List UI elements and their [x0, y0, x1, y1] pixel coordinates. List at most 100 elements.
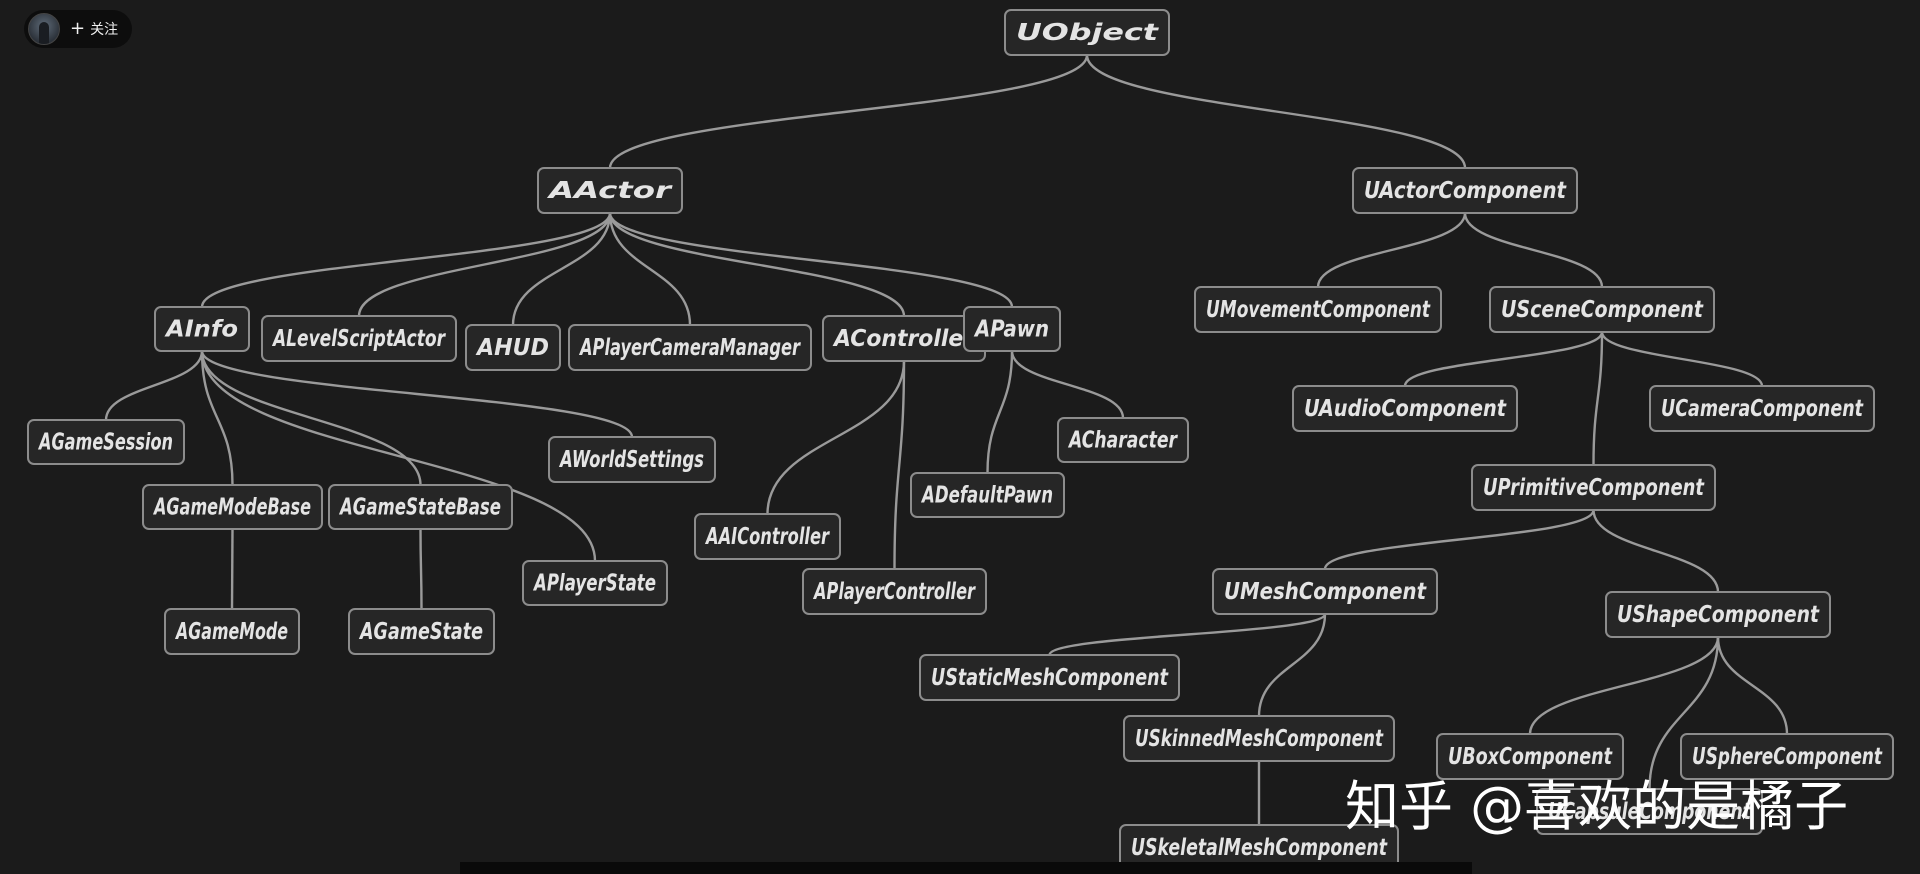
- node-box: [568, 324, 812, 371]
- edge-apawn-to-adefaultpawn: [986, 350, 1014, 474]
- edge-ainfo-to-agamemodebase: [200, 350, 234, 486]
- node-box: [1123, 715, 1395, 762]
- node-box: [1292, 385, 1518, 432]
- node-label: UActorComponent: [1364, 178, 1567, 204]
- edge-ushapecomponent-to-ucapsulecomponent: [1648, 636, 1720, 790]
- edge-aactor-to-ahud: [511, 212, 612, 326]
- plus-icon: +: [70, 18, 86, 39]
- node-label: UCameraComponent: [1661, 396, 1864, 422]
- edge-ainfo-to-aworldsettings: [200, 350, 634, 438]
- node-label: USkeletalMeshComponent: [1131, 835, 1388, 861]
- node-box: [1471, 464, 1716, 511]
- node-uaudiocomponent: UAudioComponent: [1292, 385, 1518, 432]
- node-agamestate: AGameState: [348, 608, 495, 655]
- node-uskinnedmeshcomponent: USkinnedMeshComponent: [1123, 715, 1395, 762]
- node-label: UMovementComponent: [1206, 297, 1431, 323]
- node-label: AActor: [546, 178, 673, 204]
- edge-apawn-to-acharacter: [1010, 350, 1125, 419]
- watermark: 知乎 @喜欢的是橘子: [1345, 775, 1849, 838]
- edge-uactorcomponent-to-umovementcomponent: [1316, 212, 1467, 288]
- edge-uscenecomponent-to-uaudiocomponent: [1403, 331, 1604, 387]
- node-uboxcomponent: UBoxComponent: [1436, 733, 1624, 780]
- node-label: UPrimitiveComponent: [1483, 475, 1705, 501]
- node-uscenecomponent: USceneComponent: [1489, 286, 1715, 333]
- node-box: [348, 608, 495, 655]
- edge-umeshcomponent-to-uskinnedmeshcomponent: [1257, 613, 1327, 717]
- node-label: ACharacter: [1068, 428, 1179, 454]
- edge-ainfo-to-aplayerstate: [200, 350, 597, 562]
- node-alevelscriptactor: ALevelScriptActor: [261, 315, 457, 362]
- edge-uobject-to-aactor: [608, 54, 1089, 169]
- node-box: [694, 513, 841, 560]
- node-label: AGameSession: [38, 430, 173, 456]
- edge-aactor-to-alevelscriptactor: [357, 212, 612, 317]
- node-agamemode: AGameMode: [164, 608, 300, 655]
- node-aaicontroller: AAIController: [694, 513, 841, 560]
- node-label: AInfo: [164, 317, 238, 343]
- node-aworldsettings: AWorldSettings: [548, 436, 716, 483]
- edge-agamemodebase-to-agamemode: [230, 528, 234, 610]
- node-box: [1489, 286, 1715, 333]
- edge-uactorcomponent-to-uscenecomponent: [1463, 212, 1604, 288]
- node-box: [548, 436, 716, 483]
- node-box: [328, 484, 513, 530]
- node-ustaticmeshcomponent: UStaticMeshComponent: [919, 654, 1180, 701]
- node-box: [154, 306, 250, 352]
- node-label: APawn: [973, 317, 1049, 343]
- node-box: [1649, 385, 1875, 432]
- edge-uprimitivecomponent-to-umeshcomponent: [1323, 509, 1595, 570]
- edge-ushapecomponent-to-uboxcomponent: [1528, 636, 1720, 735]
- node-label: USkinnedMeshComponent: [1135, 726, 1384, 752]
- node-label: USphereComponent: [1692, 744, 1883, 770]
- node-agamesession: AGameSession: [27, 419, 185, 465]
- node-aactor: AActor: [537, 167, 683, 214]
- node-label: UObject: [1016, 20, 1159, 46]
- node-umovementcomponent: UMovementComponent: [1194, 286, 1442, 333]
- node-box: [1536, 788, 1763, 835]
- edge-umeshcomponent-to-ustaticmeshcomponent: [1048, 612, 1327, 657]
- node-box: [1057, 417, 1189, 463]
- node-apawn: APawn: [963, 306, 1061, 352]
- node-box: [537, 167, 683, 214]
- edge-aactor-to-acontroller: [608, 212, 906, 317]
- node-label: UStaticMeshComponent: [931, 665, 1169, 691]
- node-uprimitivecomponent: UPrimitiveComponent: [1471, 464, 1716, 511]
- node-label: APlayerCameraManager: [579, 335, 802, 361]
- node-label: UCapsuleComponent: [1548, 799, 1752, 825]
- avatar[interactable]: [28, 13, 60, 45]
- node-label: AAIController: [705, 524, 831, 550]
- node-aplayercameramanager: APlayerCameraManager: [568, 324, 812, 371]
- node-label: AGameStateBase: [339, 495, 501, 521]
- node-box: [1436, 733, 1624, 780]
- node-label: ALevelScriptActor: [272, 326, 447, 352]
- author-follow-badge[interactable]: + 关注: [24, 10, 133, 48]
- node-box: [261, 315, 457, 362]
- edge-uscenecomponent-to-uprimitivecomponent: [1592, 331, 1604, 466]
- node-aplayercontroller: APlayerController: [802, 568, 987, 615]
- diagram-edges: [104, 54, 1789, 825]
- node-uskeletalmeshcomponent: USkeletalMeshComponent: [1119, 824, 1399, 871]
- node-box: [1680, 733, 1894, 780]
- edge-acontroller-to-aaicontroller: [766, 360, 906, 515]
- node-label: APlayerController: [813, 579, 977, 605]
- node-uactorcomponent: UActorComponent: [1352, 167, 1578, 214]
- edge-aactor-to-aplayercameramanager: [608, 212, 692, 326]
- node-label: AHUD: [475, 335, 549, 361]
- node-adefaultpawn: ADefaultPawn: [910, 472, 1065, 518]
- node-agamestatebase: AGameStateBase: [328, 484, 513, 530]
- node-label: AController: [832, 326, 975, 352]
- node-uobject: UObject: [1004, 9, 1170, 56]
- node-label: USceneComponent: [1501, 297, 1704, 323]
- edge-ainfo-to-agamestatebase: [200, 350, 422, 486]
- node-box: [1605, 591, 1831, 638]
- node-box: [1212, 568, 1438, 615]
- node-box: [465, 324, 561, 371]
- follow-button-label: 关注: [90, 22, 119, 38]
- node-label: APlayerState: [533, 571, 656, 597]
- node-ucameracomponent: UCameraComponent: [1649, 385, 1875, 432]
- node-box: [919, 654, 1180, 701]
- edge-aactor-to-apawn: [608, 212, 1014, 308]
- edge-ainfo-to-agamesession: [104, 350, 204, 421]
